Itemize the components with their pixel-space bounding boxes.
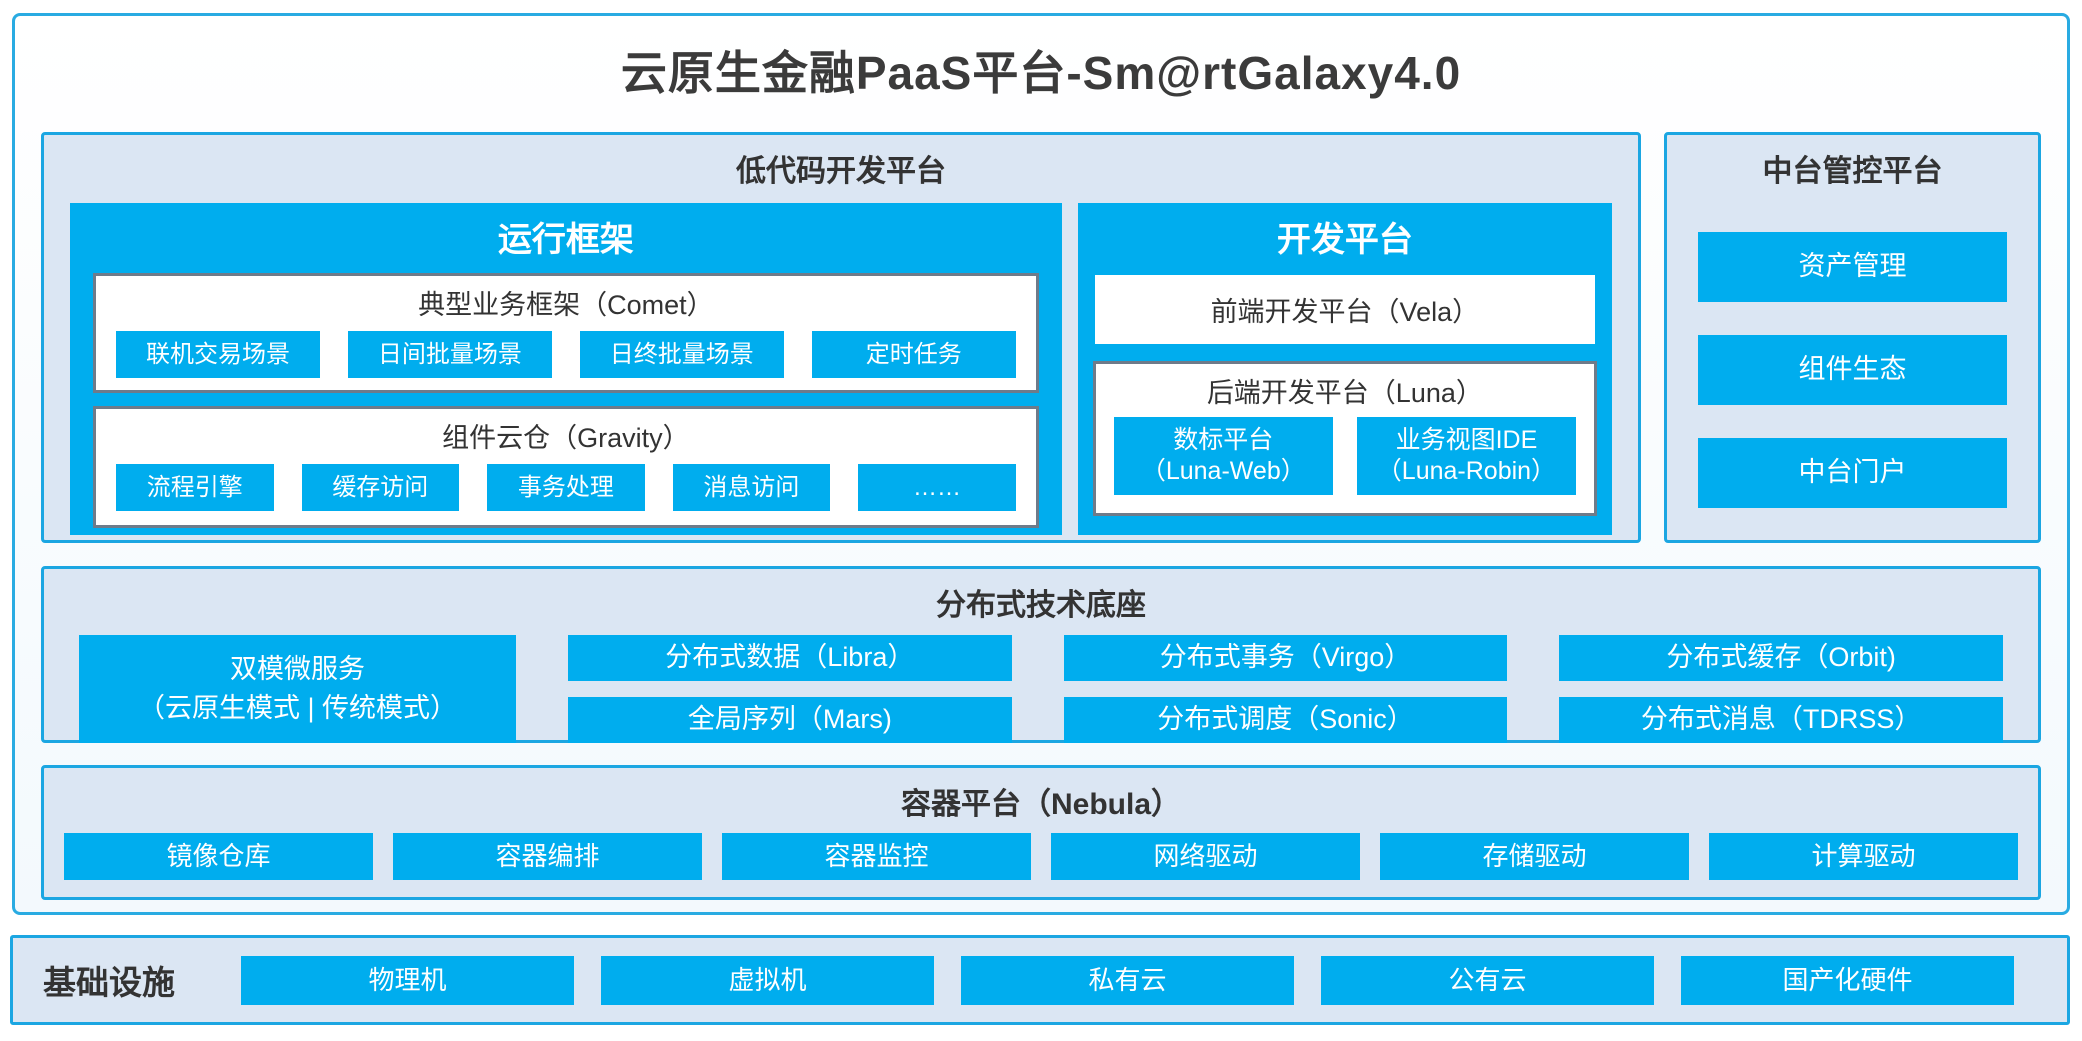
infrastructure-title: 基础设施	[43, 964, 175, 1001]
lowcode-platform-title: 低代码开发平台	[736, 155, 946, 188]
mid-item-portal: 中台门户	[1698, 438, 2007, 508]
comet-item-online-trading: 联机交易场景	[116, 331, 320, 378]
luna-robin-line2: （Luna-Robin）	[1376, 457, 1557, 485]
luna-title: 后端开发平台（Luna）	[1206, 378, 1483, 408]
infra-item-domestic-hardware: 国产化硬件	[1681, 955, 2014, 1005]
comet-framework-box: 典型业务框架（Comet） 联机交易场景 日间批量场景 日终批量场景 定时任务	[93, 273, 1039, 393]
luna-web-line1: 数标平台	[1173, 425, 1274, 454]
microservice-line1: 双模微服务	[230, 653, 365, 684]
container-item-network-driver: 网络驱动	[1051, 833, 1360, 880]
mid-item-asset-management: 资产管理	[1698, 232, 2007, 302]
gravity-item-more: ……	[858, 464, 1016, 511]
distributed-base-title: 分布式技术底座	[936, 589, 1146, 622]
vela-frontend-box: 前端开发平台（Vela）	[1094, 275, 1595, 344]
dist-item-data-libra: 分布式数据（Libra）	[568, 635, 1012, 681]
dist-item-scheduling-sonic: 分布式调度（Sonic）	[1063, 697, 1508, 743]
gravity-item-cache-access: 缓存访问	[301, 464, 460, 511]
luna-web-line2: （Luna-Web）	[1140, 457, 1306, 485]
platform-frame: 云原生金融PaaS平台-Sm@rtGalaxy4.0 低代码开发平台 运行框架 …	[12, 13, 2070, 915]
dev-platform-title: 开发平台	[1276, 221, 1413, 259]
comet-title: 典型业务框架（Comet）	[418, 290, 714, 320]
container-platform-panel: 容器平台（Nebula） 镜像仓库 容器编排 容器监控 网络驱动 存储驱动 计算…	[41, 765, 2041, 900]
container-platform-title: 容器平台（Nebula）	[900, 788, 1182, 821]
container-items: 镜像仓库 容器编排 容器监控 网络驱动 存储驱动 计算驱动	[64, 833, 2018, 880]
runtime-framework-panel: 运行框架 典型业务框架（Comet） 联机交易场景 日间批量场景 日终批量场景 …	[70, 203, 1062, 535]
infrastructure-panel: 基础设施 物理机 虚拟机 私有云 公有云 国产化硬件	[10, 935, 2070, 1025]
lowcode-platform-panel: 低代码开发平台 运行框架 典型业务框架（Comet） 联机交易场景 日间批量场景…	[41, 132, 1641, 543]
container-item-monitoring: 容器监控	[722, 833, 1031, 880]
comet-item-eod-batch: 日终批量场景	[579, 331, 784, 378]
distributed-items: 分布式数据（Libra） 分布式事务（Virgo） 分布式缓存（Orbit) 全…	[568, 635, 2003, 743]
infra-item-physical-machine: 物理机	[241, 955, 574, 1005]
dev-platform-panel: 开发平台 前端开发平台（Vela） 后端开发平台（Luna） 数标平台 （Lun…	[1077, 203, 1612, 535]
dist-item-cache-orbit: 分布式缓存（Orbit)	[1559, 635, 2003, 681]
infra-item-public-cloud: 公有云	[1321, 955, 1654, 1005]
gravity-title: 组件云仓（Gravity）	[442, 423, 690, 453]
page-title: 云原生金融PaaS平台-Sm@rtGalaxy4.0	[620, 47, 1462, 99]
dist-item-message-tdrss: 分布式消息（TDRSS）	[1559, 697, 2003, 743]
dist-item-sequence-mars: 全局序列（Mars)	[568, 697, 1012, 743]
comet-item-daytime-batch: 日间批量场景	[347, 331, 552, 378]
gravity-repo-box: 组件云仓（Gravity） 流程引擎 缓存访问 事务处理 消息访问 ……	[93, 406, 1039, 528]
mid-platform-items: 资产管理 组件生态 中台门户	[1667, 190, 2038, 508]
luna-backend-box: 后端开发平台（Luna） 数标平台 （Luna-Web） 业务视图IDE （Lu…	[1092, 361, 1597, 516]
runtime-framework-title: 运行框架	[497, 221, 634, 259]
gravity-item-message-access: 消息访问	[672, 464, 831, 511]
infrastructure-items: 物理机 虚拟机 私有云 公有云 国产化硬件	[241, 955, 2014, 1005]
gravity-item-process-engine: 流程引擎	[116, 464, 274, 511]
comet-items: 联机交易场景 日间批量场景 日终批量场景 定时任务	[96, 322, 1036, 378]
distributed-base-panel: 分布式技术底座 双模微服务 （云原生模式 | 传统模式） 分布式数据（Libra…	[41, 566, 2041, 743]
lowcode-body: 运行框架 典型业务框架（Comet） 联机交易场景 日间批量场景 日终批量场景 …	[70, 203, 1612, 535]
dist-item-transaction-virgo: 分布式事务（Virgo）	[1063, 635, 1508, 681]
gravity-items: 流程引擎 缓存访问 事务处理 消息访问 ……	[96, 455, 1036, 511]
luna-robin-line1: 业务视图IDE	[1395, 425, 1538, 454]
container-item-storage-driver: 存储驱动	[1380, 833, 1689, 880]
row-top: 低代码开发平台 运行框架 典型业务框架（Comet） 联机交易场景 日间批量场景…	[41, 132, 2041, 543]
luna-items: 数标平台 （Luna-Web） 业务视图IDE （Luna-Robin）	[1096, 410, 1594, 495]
microservice-line2: （云原生模式 | 传统模式）	[137, 693, 458, 723]
container-item-orchestration: 容器编排	[393, 833, 702, 880]
container-item-image-registry: 镜像仓库	[64, 833, 373, 880]
infra-item-private-cloud: 私有云	[961, 955, 1294, 1005]
distributed-body: 双模微服务 （云原生模式 | 传统模式） 分布式数据（Libra） 分布式事务（…	[79, 635, 2003, 743]
mid-item-component-ecosystem: 组件生态	[1698, 335, 2007, 405]
mid-platform-title: 中台管控平台	[1762, 155, 1943, 188]
comet-item-scheduled-task: 定时任务	[811, 331, 1016, 378]
container-item-compute-driver: 计算驱动	[1709, 833, 2018, 880]
infra-item-virtual-machine: 虚拟机	[601, 955, 934, 1005]
dual-mode-microservice-box: 双模微服务 （云原生模式 | 传统模式）	[79, 635, 516, 743]
mid-platform-panel: 中台管控平台 资产管理 组件生态 中台门户	[1664, 132, 2041, 543]
gravity-item-transaction: 事务处理	[487, 464, 645, 511]
luna-item-web: 数标平台 （Luna-Web）	[1113, 417, 1333, 495]
luna-item-robin: 业务视图IDE （Luna-Robin）	[1356, 417, 1577, 495]
